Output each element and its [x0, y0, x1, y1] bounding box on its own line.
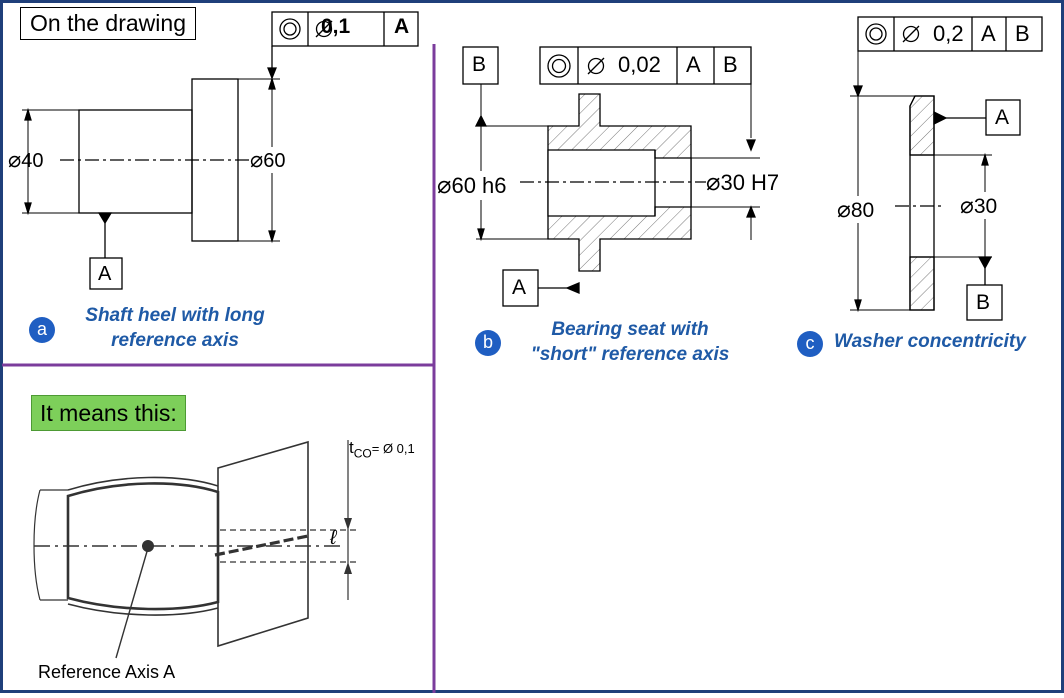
- reference-axis-label: Reference Axis A: [38, 662, 176, 682]
- frame-c-value: 0,2: [933, 21, 964, 46]
- frame-b-datum1: A: [686, 52, 701, 77]
- diameter-40-label: ⌀40: [8, 147, 44, 172]
- panel-b-drawing: [462, 46, 760, 307]
- diameter-symbol-icon: ⌀: [250, 147, 264, 172]
- diameter-30-label: ⌀30: [960, 192, 998, 219]
- diameter-symbol-icon: ⌀: [960, 192, 974, 218]
- meaning-sketch: [33, 440, 358, 659]
- diameter-symbol-icon: ⌀: [837, 196, 851, 222]
- badge-c: c: [797, 331, 823, 357]
- diameter-symbol-icon: ⌀: [706, 169, 721, 196]
- panel-a-drawing: [22, 11, 419, 290]
- datum-b-c-label: B: [976, 291, 991, 314]
- caption-c: Washer concentricity: [834, 331, 1026, 352]
- diameter-symbol-icon: ⌀: [8, 147, 22, 172]
- datum-a-bottom-label: A: [512, 276, 527, 299]
- datum-a-c-label: A: [995, 106, 1010, 129]
- frame-c-datum1: A: [981, 21, 996, 46]
- datum-b-top-label: B: [472, 53, 487, 76]
- it-means-box: It means this:: [31, 395, 186, 431]
- caption-b: Bearing seat with"short" reference axis: [530, 319, 730, 365]
- diameter-60-label: ⌀60: [250, 147, 286, 173]
- badge-b: b: [475, 330, 501, 356]
- diameter-60h6-label: ⌀60 h6: [437, 171, 507, 200]
- diameter-30h7-label: ⌀30 H7: [706, 168, 780, 197]
- datum-a-label: A: [98, 263, 112, 285]
- tolerance-label: tCO= Ø 0,1: [349, 438, 415, 461]
- frame-b-value: 0,02: [618, 52, 661, 77]
- on-drawing-box: On the drawing: [20, 7, 196, 40]
- panel-c-drawing: [850, 16, 1043, 321]
- diameter-80-label: ⌀80: [837, 196, 875, 223]
- frame-a-datum: A: [394, 15, 410, 38]
- ell-label: ℓ: [330, 527, 337, 549]
- badge-a: a: [29, 317, 55, 343]
- frame-a-value: 0,1: [321, 15, 351, 38]
- frame-b-datum2: B: [723, 52, 738, 77]
- diameter-symbol-icon: ⌀: [437, 172, 452, 199]
- frame-c-datum2: B: [1015, 21, 1030, 46]
